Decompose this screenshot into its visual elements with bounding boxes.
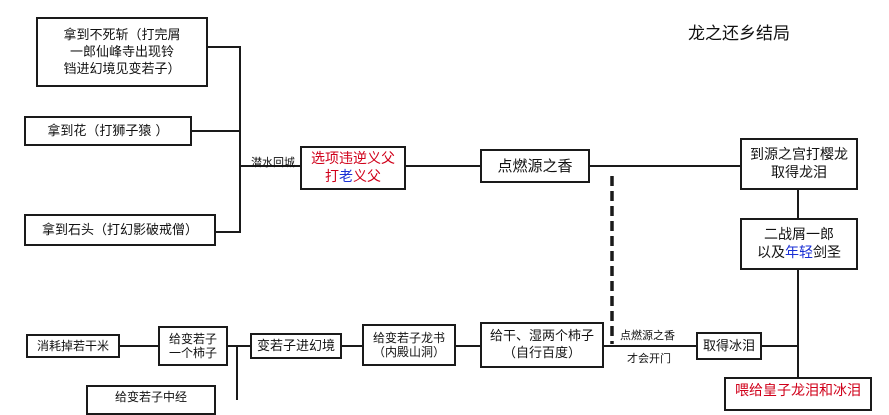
node-line: 给变若子龙书 <box>372 331 445 345</box>
node-line: 一个柿子 <box>168 346 217 360</box>
node-line: 铛进幻境见变若子） <box>63 61 181 77</box>
node-enter-illusion: 变若子进幻境 <box>250 333 342 359</box>
node-text: 喂给皇子龙泪和冰泪 <box>735 383 861 399</box>
node-line: 拿到不死斩（打完屑 <box>63 27 181 43</box>
node-give-persimmon: 给变若子 一个柿子 <box>158 326 228 366</box>
door-opens-label: 才会开门 <box>627 352 671 365</box>
node-text-segment: 年轻 <box>785 245 813 261</box>
node-text-segment: 老 <box>339 169 353 185</box>
node-line: 选项违逆义父 <box>311 151 395 167</box>
node-dragon-book: 给变若子龙书 （内殿山洞） <box>362 324 456 366</box>
node-line-group: 打老义父 <box>325 168 381 186</box>
node-text-segment: 打 <box>325 169 339 185</box>
node-line: 取得龙泪 <box>771 165 827 181</box>
node-consume-rice: 消耗掉若干米 <box>26 334 120 358</box>
node-text: 拿到石头（打幻影破戒僧） <box>41 222 198 238</box>
node-frozen-tears: 取得冰泪 <box>696 332 762 360</box>
node-line: 给干、湿两个柿子 <box>489 329 594 344</box>
node-text-segment: 义父 <box>353 169 381 185</box>
node-line-group: 以及年轻剑圣 <box>757 244 841 262</box>
node-line: 给变若子 <box>168 332 217 346</box>
node-immortal-blade: 拿到不死斩（打完屑 一郎仙峰寺出现铃 铛进幻境见变若子） <box>36 17 208 87</box>
node-text: 给变若子中经 <box>114 390 187 404</box>
flowchart-connectors <box>120 46 799 400</box>
node-stone: 拿到石头（打幻影破戒僧） <box>24 214 216 246</box>
node-text: 拿到花（打狮子猿 ） <box>47 123 169 139</box>
node-line: 到源之宫打樱龙 <box>750 147 848 163</box>
node-two-persimmons: 给干、湿两个柿子 （自行百度） <box>480 322 604 368</box>
node-line: 一郎仙峰寺出现铃 <box>69 44 174 60</box>
diagram-title: 龙之还乡结局 <box>688 24 790 44</box>
node-text-segment: 剑圣 <box>813 245 841 261</box>
node-text: 消耗掉若干米 <box>36 339 109 353</box>
dive-return-label: 潜水回城 <box>251 156 295 169</box>
node-text: 点燃源之香 <box>497 157 573 175</box>
node-line: 二战屑一郎 <box>764 227 834 243</box>
node-feed-divine-heir: 喂给皇子龙泪和冰泪 <box>724 377 872 411</box>
node-fountainhead-palace: 到源之宫打樱龙 取得龙泪 <box>740 138 858 190</box>
node-text: 取得冰泪 <box>702 338 755 354</box>
node-middle-sutra: 给变若子中经 <box>86 385 216 415</box>
node-flower: 拿到花（打狮子猿 ） <box>24 116 192 146</box>
node-text-segment: 以及 <box>757 245 785 261</box>
node-text: 变若子进幻境 <box>256 338 335 354</box>
node-line: （内殿山洞） <box>372 345 445 359</box>
node-second-fight: 二战屑一郎 以及年轻剑圣 <box>740 218 858 270</box>
node-line: （自行百度） <box>502 346 581 361</box>
light-incense-label: 点燃源之香 <box>620 329 675 342</box>
node-light-incense: 点燃源之香 <box>480 149 590 183</box>
node-defy-father: 选项违逆义父 打老义父 <box>300 146 406 190</box>
